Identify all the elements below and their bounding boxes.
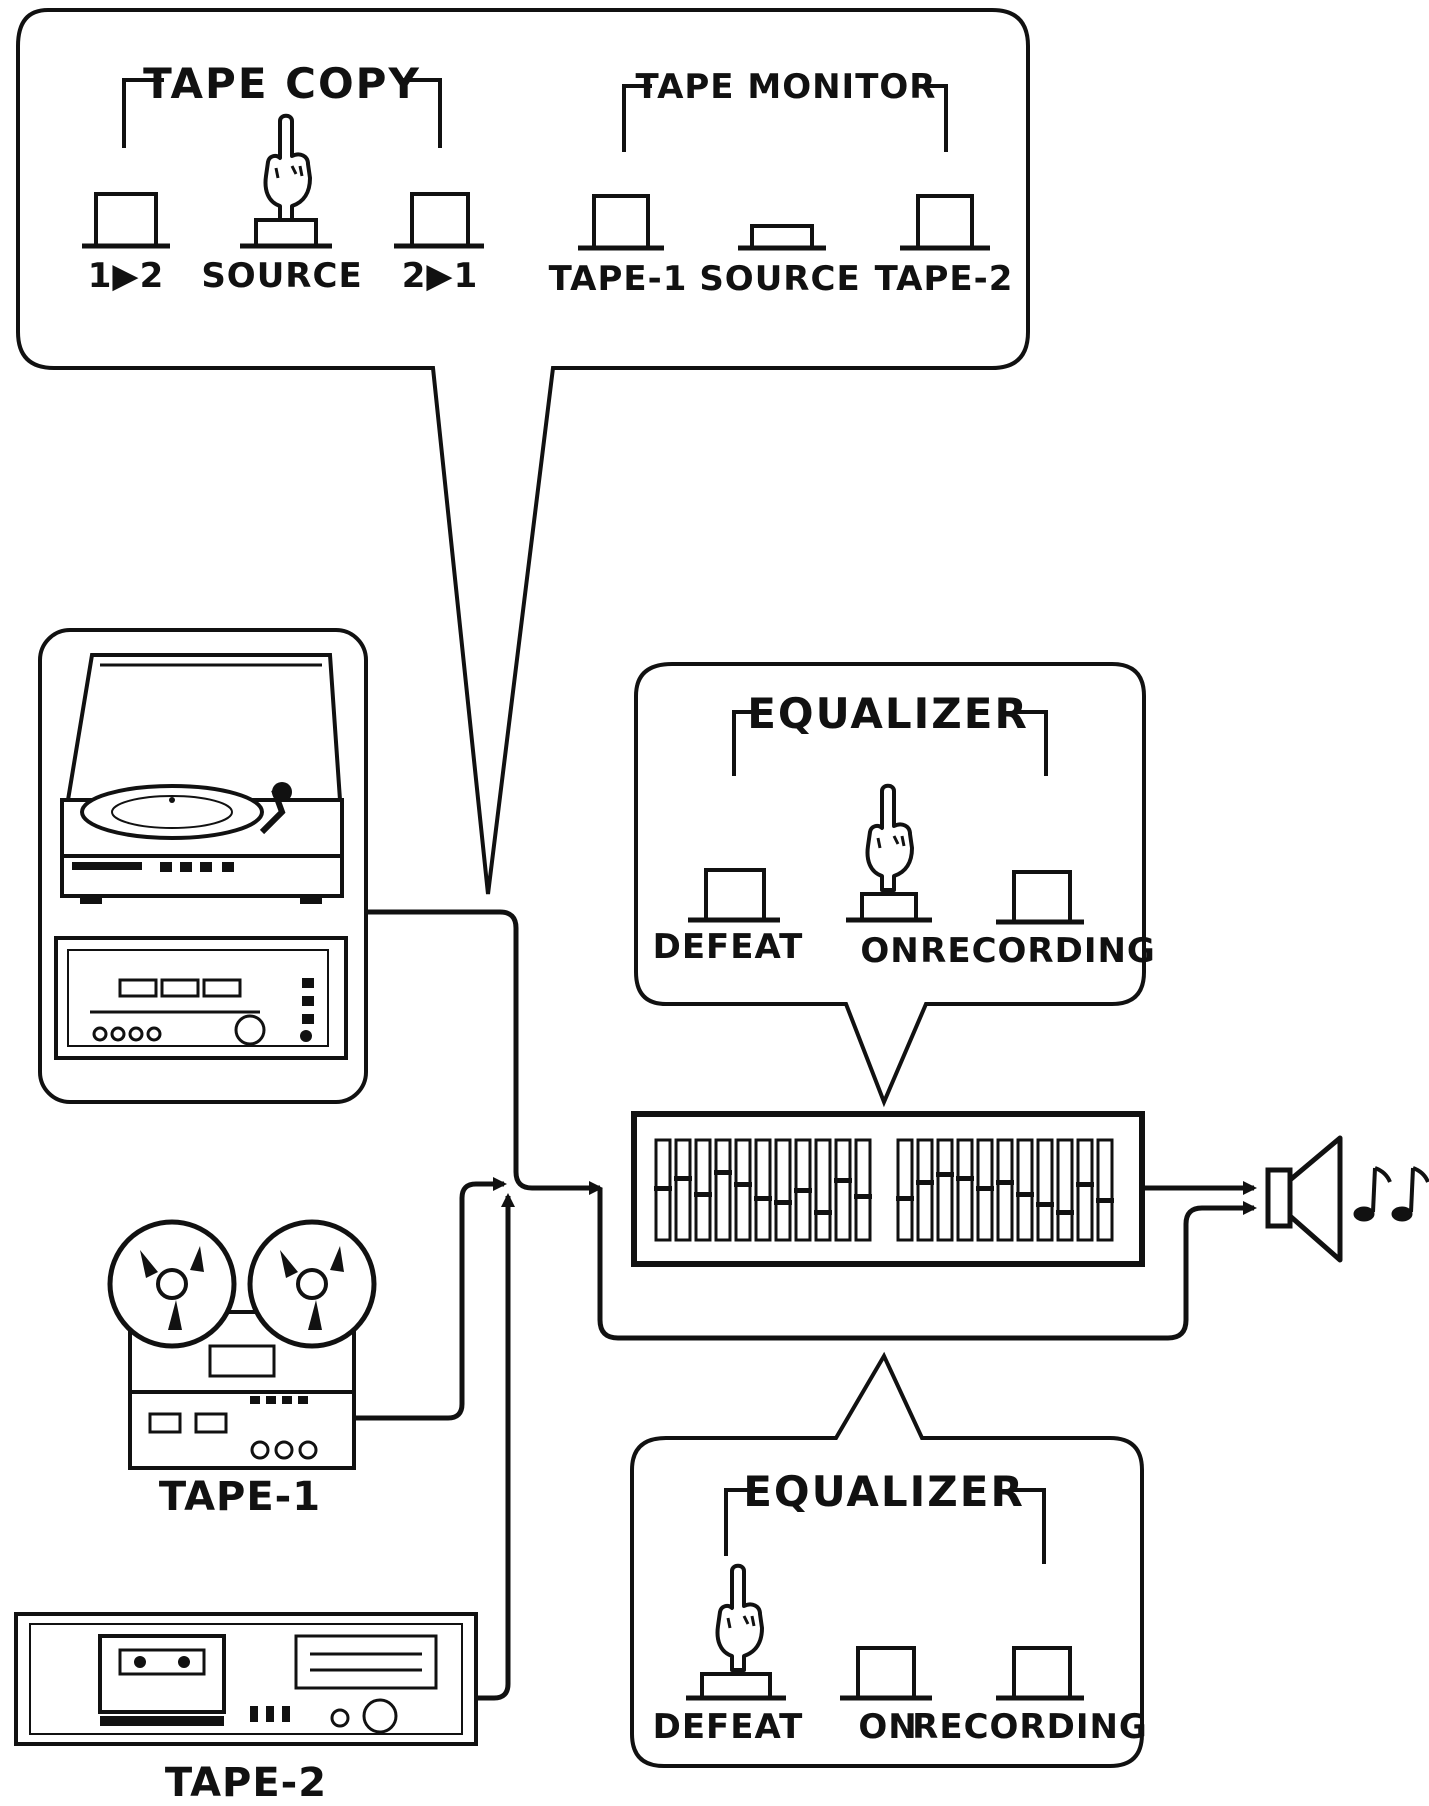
eq-top-defeat-label: DEFEAT xyxy=(653,927,804,967)
eq-bottom-defeat-label: DEFEAT xyxy=(653,1707,804,1747)
tape-monitor-tape1-button[interactable] xyxy=(578,194,664,251)
speaker-icon xyxy=(1265,1135,1343,1263)
eq-bottom-recording-button[interactable] xyxy=(996,1646,1084,1701)
tape-copy-group: TAPE COPY 1▶2 SOURCE 2▶1 xyxy=(82,59,484,296)
tape-copy-2to1-label: 2▶1 xyxy=(402,256,478,296)
eq-top-defeat-button[interactable] xyxy=(688,868,780,923)
eq-sliders-right xyxy=(896,1138,1114,1242)
equalizer-top-title: EQUALIZER xyxy=(747,689,1029,738)
source-devices-panel xyxy=(38,628,368,1104)
tape-copy-source-button[interactable] xyxy=(240,218,332,249)
tape-monitor-tape2-button[interactable] xyxy=(900,194,990,251)
tape-monitor-source-button[interactable] xyxy=(738,224,826,251)
turntable-icon xyxy=(60,653,344,904)
tape-copy-1to2-button[interactable] xyxy=(82,192,170,249)
tape-monitor-title: TAPE MONITOR xyxy=(636,67,937,107)
eq-bottom-recording-label: RECORDING xyxy=(912,1707,1148,1747)
tape-selector-callout: TAPE COPY 1▶2 SOURCE 2▶1 TAPE MONITOR xyxy=(16,8,1030,895)
callout-bubble-eq-bottom xyxy=(630,1351,1144,1768)
tape1-device-label: TAPE-1 xyxy=(159,1474,321,1520)
tape2-cassette-deck-icon xyxy=(14,1612,478,1746)
tuner-amplifier-icon xyxy=(54,936,348,1060)
eq-top-recording-button[interactable] xyxy=(996,870,1084,925)
tape1-reel-deck-icon xyxy=(107,1219,377,1470)
eq-top-on-label: ON xyxy=(860,931,919,971)
tape-copy-title: TAPE COPY xyxy=(143,59,421,108)
equalizer-callout-top: EQUALIZER DEFEAT ON RECORDING xyxy=(634,662,1156,1108)
eq-bottom-on-button[interactable] xyxy=(840,1646,932,1701)
tape-copy-2to1-button[interactable] xyxy=(394,192,484,249)
equalizer-callout-bottom: EQUALIZER DEFEAT ON RECORDING xyxy=(630,1351,1148,1768)
graphic-equalizer-unit xyxy=(631,1111,1145,1267)
eq-sliders-left xyxy=(654,1138,872,1242)
tape-monitor-group: TAPE MONITOR TAPE-1 SOURCE TAPE-2 xyxy=(549,67,1014,299)
tape-copy-1to2-label: 1▶2 xyxy=(88,256,164,296)
eq-top-recording-label: RECORDING xyxy=(920,931,1156,971)
eq-bottom-on-label: ON xyxy=(858,1707,917,1747)
tape-copy-source-label: SOURCE xyxy=(201,256,362,296)
tape-monitor-source-label: SOURCE xyxy=(699,259,860,299)
music-notes-icon xyxy=(1353,1166,1429,1222)
tape-monitor-tape1-label: TAPE-1 xyxy=(549,259,688,299)
eq-bottom-defeat-button[interactable] xyxy=(686,1672,786,1701)
tape2-device-label: TAPE-2 xyxy=(165,1760,327,1806)
signal-lines xyxy=(354,909,1257,1701)
eq-top-on-button[interactable] xyxy=(846,892,932,923)
tape-monitor-tape2-label: TAPE-2 xyxy=(875,259,1014,299)
equalizer-bottom-title: EQUALIZER xyxy=(743,1467,1025,1516)
